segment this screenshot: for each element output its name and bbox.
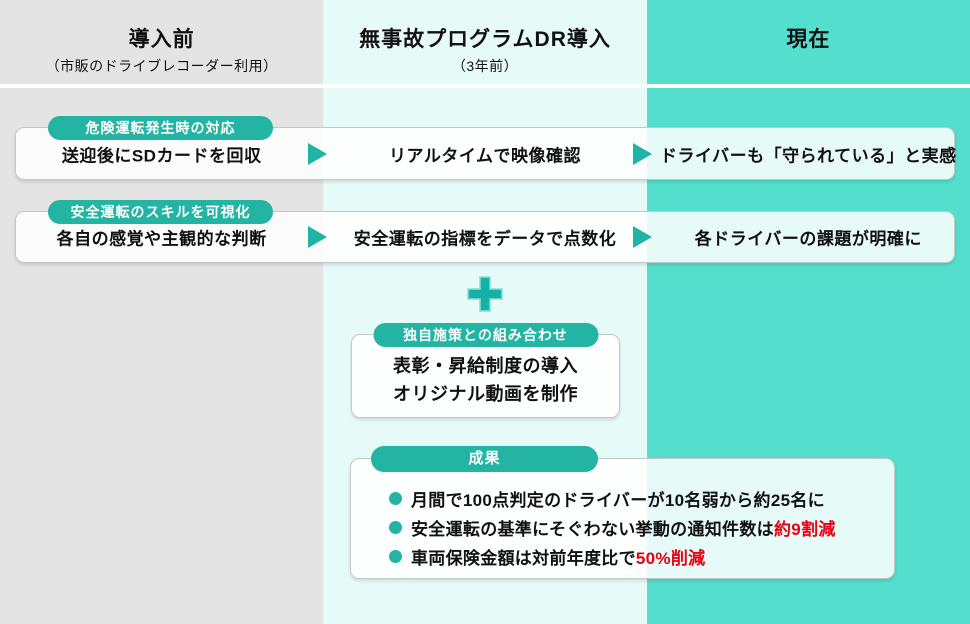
plus-icon	[466, 275, 504, 313]
header-divider	[0, 84, 970, 88]
extra-measures-box: 独自施策との組み合わせ 表彰・昇給制度の導入 オリジナル動画を制作	[351, 323, 620, 418]
result-text: 月間で100点判定のドライバーが10名弱から約25名に	[411, 491, 825, 510]
column-subtitle: （市販のドライブレコーダー利用）	[45, 58, 278, 74]
flow-cell-before: 送迎後にSDカードを回収	[61, 146, 262, 165]
flow-cell-during: リアルタイムで映像確認	[389, 146, 582, 165]
result-highlight: 約9割減	[773, 520, 836, 539]
column-header-during: 無事故プログラムDR導入 （3年前）	[323, 0, 646, 76]
result-text: 車両保険金額は対前年度比で	[411, 549, 636, 568]
flow-cell-now: ドライバーも「守られている」と実感	[660, 146, 957, 165]
column-title: 導入前	[128, 28, 195, 51]
result-item: 安全運転の基準にそぐわない挙動の通知件数は 約9割減	[389, 513, 894, 542]
bullet-icon	[389, 521, 402, 534]
results-list: 月間で100点判定のドライバーが10名弱から約25名に 安全運転の基準にそぐわな…	[389, 484, 894, 571]
flow-cell-before: 各自の感覚や主観的な判断	[56, 229, 267, 249]
flow-arrow-icon	[308, 142, 327, 165]
flow-arrow-icon	[633, 226, 652, 248]
flow-row-badge: 安全運転のスキルを可視化	[48, 200, 273, 224]
result-item: 月間で100点判定のドライバーが10名弱から約25名に	[389, 484, 894, 513]
results-box: 成果 月間で100点判定のドライバーが10名弱から約25名に 安全運転の基準にそ…	[350, 446, 895, 579]
extra-measures-lines: 表彰・昇給制度の導入 オリジナル動画を制作	[352, 352, 619, 408]
flow-arrow-icon	[633, 142, 652, 165]
column-title: 現在	[786, 28, 831, 51]
bullet-icon	[389, 492, 402, 505]
flow-cell-now: 各ドライバーの課題が明確に	[694, 229, 922, 249]
flow-row-dangerous-driving: 危険運転発生時の対応 送迎後にSDカードを回収 リアルタイムで映像確認 ドライバ…	[0, 116, 970, 180]
column-bg-before	[0, 0, 324, 624]
bullet-icon	[389, 550, 402, 563]
column-header-now: 現在	[647, 0, 970, 56]
column-title: 無事故プログラムDR導入	[359, 28, 611, 51]
result-item: 車両保険金額は対前年度比で 50%削減	[389, 542, 894, 571]
flow-cell-during: 安全運転の指標をデータで点数化	[353, 229, 617, 249]
results-badge: 成果	[371, 446, 598, 472]
flow-row-safe-driving-skill: 安全運転のスキルを可視化 各自の感覚や主観的な判断 安全運転の指標をデータで点数…	[0, 200, 970, 263]
flow-row-badge: 危険運転発生時の対応	[48, 116, 273, 140]
extra-measure-line: オリジナル動画を制作	[393, 384, 578, 404]
extra-measures-badge: 独自施策との組み合わせ	[373, 323, 598, 347]
flow-arrow-icon	[308, 226, 327, 248]
extra-measure-line: 表彰・昇給制度の導入	[393, 356, 578, 376]
column-subtitle: （3年前）	[451, 58, 519, 74]
column-header-before: 導入前 （市販のドライブレコーダー利用）	[0, 0, 323, 76]
result-highlight: 50%削減	[635, 549, 706, 568]
result-text: 安全運転の基準にそぐわない挙動の通知件数は	[411, 520, 774, 539]
